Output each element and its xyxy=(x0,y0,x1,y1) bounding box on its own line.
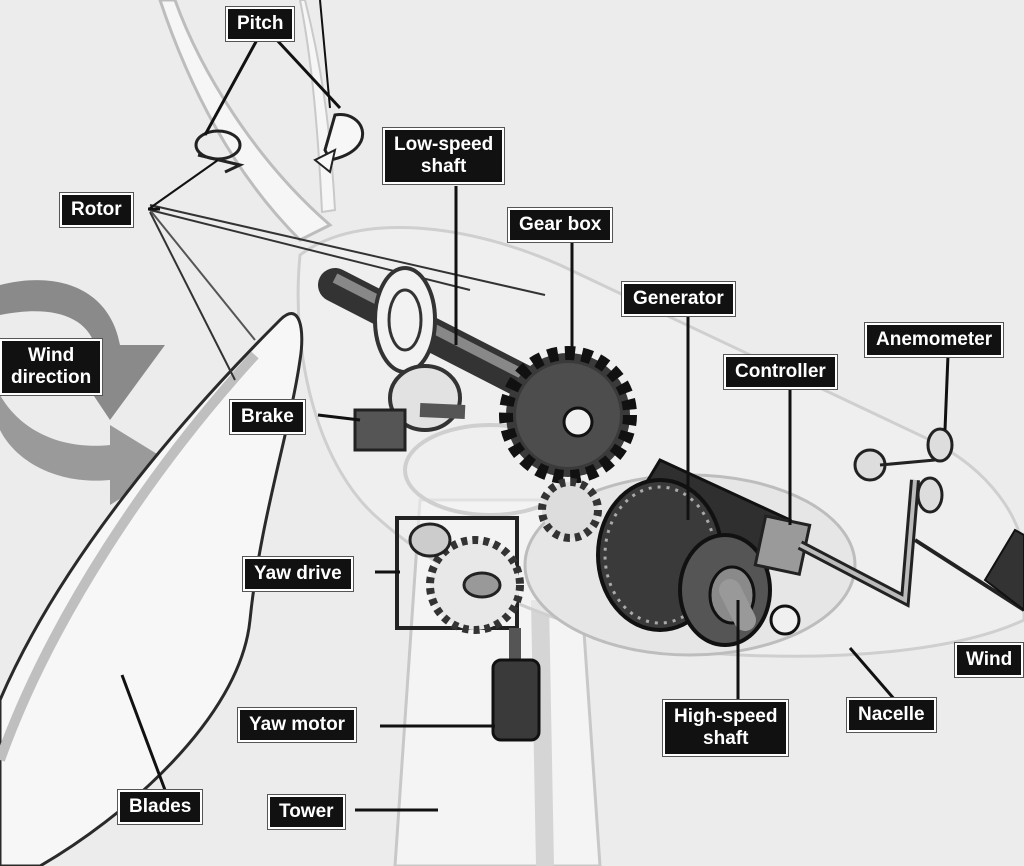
gear-box-hole xyxy=(562,406,594,438)
brake-caliper xyxy=(353,408,407,452)
shaft-hub-plate xyxy=(373,266,437,374)
label-nacelle: Nacelle xyxy=(847,698,936,732)
anemometer-leader xyxy=(943,354,950,431)
yaw-drive-pinion xyxy=(408,522,452,558)
label-low-speed-shaft: Low-speed shaft xyxy=(383,128,505,184)
pitch-leader-3 xyxy=(319,0,331,109)
brake-leader xyxy=(317,413,361,422)
anemometer-arm xyxy=(879,458,936,467)
gear-box xyxy=(499,346,637,484)
shaft-bracket-hole xyxy=(769,604,801,636)
anemometer-cup-2 xyxy=(926,427,954,463)
label-tower: Tower xyxy=(268,795,345,829)
rotor-line-3 xyxy=(149,211,236,381)
label-high-speed-shaft: High-speed shaft xyxy=(663,700,789,756)
nacelle-leader xyxy=(848,647,897,701)
blade-front xyxy=(0,312,304,866)
blade-front-edge xyxy=(0,351,259,762)
label-yaw-drive: Yaw drive xyxy=(243,557,353,591)
rotor-leader xyxy=(149,159,219,209)
pinion-gear xyxy=(538,478,602,542)
label-rotor: Rotor xyxy=(60,193,133,227)
pitch-arrow-right-head xyxy=(313,148,337,174)
label-blades: Blades xyxy=(118,790,203,824)
anemometer-cup-3 xyxy=(916,476,944,514)
pitch-arrow-right xyxy=(323,113,364,162)
label-generator: Generator xyxy=(622,282,735,316)
blades-leader xyxy=(120,674,167,791)
yaw-drive-hub xyxy=(462,571,502,599)
brake-axle xyxy=(419,403,466,419)
tower-edge xyxy=(531,599,554,866)
rotor-line-4 xyxy=(149,209,256,341)
generator xyxy=(596,458,792,647)
pitch-leader-1 xyxy=(203,37,260,136)
label-controller: Controller xyxy=(724,355,837,389)
shaft-hub-plate-inner xyxy=(387,288,423,352)
pitch-arrow-left xyxy=(197,153,245,174)
label-brake: Brake xyxy=(230,400,305,434)
label-wind-direction: Wind direction xyxy=(0,339,103,395)
yaw-motor-body xyxy=(491,658,541,742)
label-pitch: Pitch xyxy=(226,7,295,41)
wind-vane-fin xyxy=(983,528,1024,612)
label-gear-box: Gear box xyxy=(508,208,613,242)
label-wind-vane: Wind xyxy=(955,643,1024,677)
wind-vane-arm xyxy=(913,538,1024,612)
label-anemometer: Anemometer xyxy=(865,323,1004,357)
rotor-line-1 xyxy=(149,204,546,296)
label-yaw-motor: Yaw motor xyxy=(238,708,357,742)
wind-direction-arrow-lower xyxy=(0,395,175,505)
controller-cable-inner xyxy=(799,479,917,604)
